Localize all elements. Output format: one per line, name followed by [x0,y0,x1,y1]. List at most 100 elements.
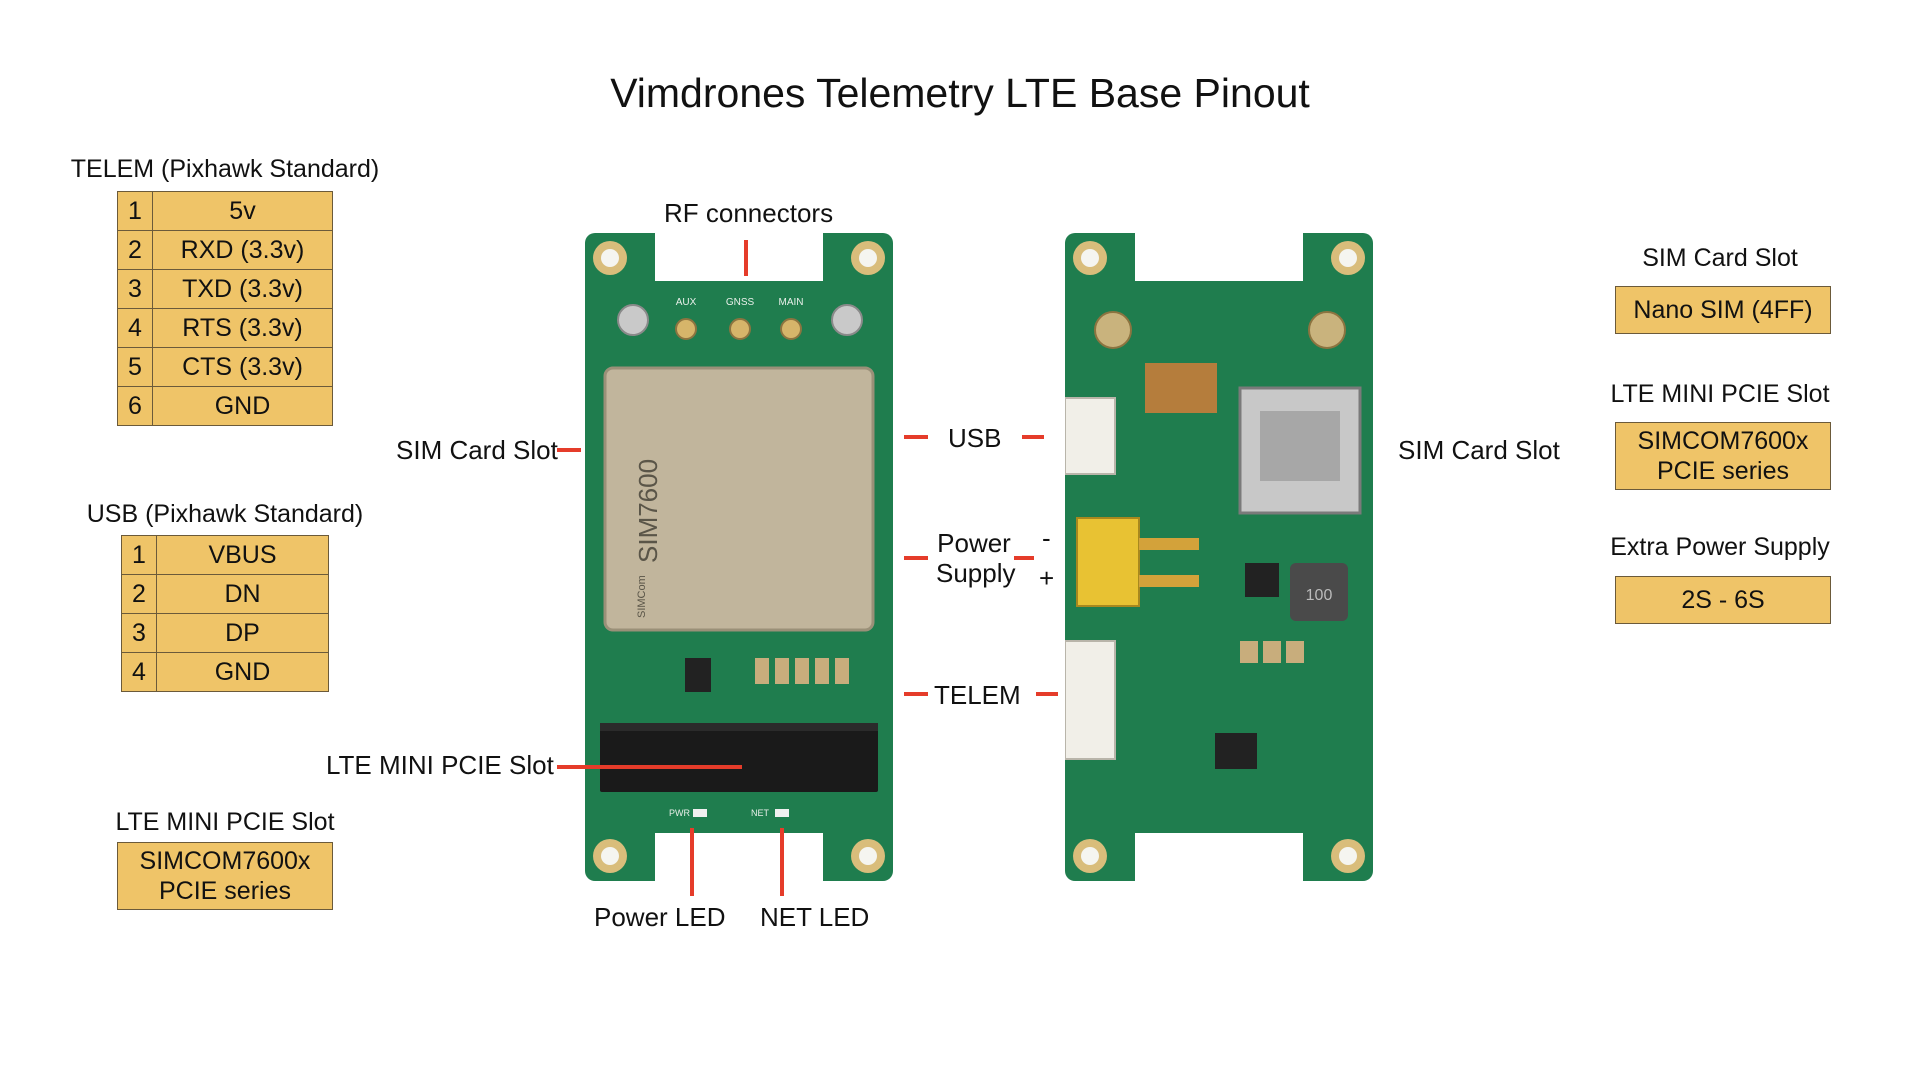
mounting-hole [1331,241,1365,275]
power-supply-callout-line-right [1014,556,1034,560]
rf-connectors-callout-line [744,240,748,276]
right-sim-box: Nano SIM (4FF) [1615,286,1831,334]
usb-pin-number: 4 [121,652,157,692]
rf-connector-gnss [729,318,751,340]
telem-callout-line-right [1036,692,1058,696]
xt30-power-connector [1076,517,1140,607]
module-chip-name: SIM7600 [633,459,663,563]
aux-silk: AUX [676,297,697,308]
right-power-box: 2S - 6S [1615,576,1831,624]
sim-slot-right-label: SIM Card Slot [1398,435,1560,465]
mounting-hole [1331,839,1365,873]
usb-pin-number: 3 [121,613,157,653]
power-led [693,809,707,817]
sim-card-contacts [1260,411,1340,481]
power-led-label: Power LED [594,902,726,932]
screw-icon [617,304,649,336]
inductor-component [1290,563,1348,621]
usb-table-heading: USB (Pixhawk Standard) [86,500,364,528]
left-pcie-line1: SIMCOM7600x [139,847,311,875]
usb-pin-label: GND [156,652,329,692]
usb-pin-label: DN [156,574,329,614]
mounting-hole [851,241,885,275]
right-sim-heading: SIM Card Slot [1642,244,1798,272]
capacitor-component [1263,641,1281,663]
telem-pin-label: CTS (3.3v) [152,347,333,387]
telem-label: TELEM [934,680,1021,710]
left-pcie-heading: LTE MINI PCIE Slot [115,808,335,836]
usb-pin-number: 1 [121,535,157,575]
telem-pin-label: TXD (3.3v) [152,269,333,309]
net-led-label: NET LED [760,902,870,932]
back-board-photo: 100 [1064,233,1373,881]
telem-pin-number: 3 [117,269,153,309]
telem-pin-number: 5 [117,347,153,387]
main-silk: MAIN [779,297,804,308]
rf-connector-main [780,318,802,340]
mounting-hole [851,839,885,873]
right-power-value: 2S - 6S [1681,586,1765,614]
chip-component [685,658,711,692]
front-board-svg: AUX GNSS MAIN SIM7600 SIMCom PWR NET [585,233,893,881]
telem-callout-line-left [904,692,928,696]
right-pcie-box: SIMCOM7600x PCIE series [1615,422,1831,490]
capacitor-component [835,658,849,684]
mini-pcie-slot-edge [600,723,878,731]
rf-connectors-label: RF connectors [664,198,834,228]
xt30-pin [1139,538,1199,550]
mounting-hole [1073,241,1107,275]
telem-connector [1064,640,1116,760]
power-supply-label: Power Supply [936,528,1016,588]
usb-pin-number: 2 [121,574,157,614]
telem-pin-number: 4 [117,308,153,348]
right-pcie-line1: SIMCOM7600x [1637,427,1809,455]
regulator-chip [1245,563,1279,597]
lte-module [603,366,875,632]
telem-pin-number: 2 [117,230,153,270]
mounting-hole [593,839,627,873]
page-title: Vimdrones Telemetry LTE Base Pinout [610,70,1310,116]
pwr-silk: PWR [669,808,690,818]
screw-icon [831,304,863,336]
interface-chip [1215,733,1257,769]
back-board-svg: 100 [1064,233,1373,881]
telem-pin-number: 6 [117,386,153,426]
usb-callout-line-right [1022,435,1044,439]
usb-callout-line-left [904,435,928,439]
sim-slot-left-label: SIM Card Slot [396,435,558,465]
module-brand: SIMCom [636,575,648,618]
mini-pcie-slot [600,728,878,792]
telem-table-heading: TELEM (Pixhawk Standard) [70,155,380,183]
net-led [775,809,789,817]
right-sim-value: Nano SIM (4FF) [1633,296,1813,324]
capacitor-component [1240,641,1258,663]
telem-pin-label: RXD (3.3v) [152,230,333,270]
telem-pin-label: 5v [152,191,333,231]
power-plus-label: + [1039,563,1055,593]
power-supply-callout-line-left [904,556,928,560]
capacitor-component [795,658,809,684]
gnss-silk: GNSS [726,297,755,308]
inductor-marking: 100 [1306,587,1333,604]
mounting-hole [1073,839,1107,873]
rf-connector-aux [675,318,697,340]
lte-slot-label: LTE MINI PCIE Slot [326,750,554,780]
right-pcie-heading: LTE MINI PCIE Slot [1610,380,1830,408]
xt30-pin [1139,575,1199,587]
net-silk: NET [751,808,770,818]
telem-pin-number: 1 [117,191,153,231]
telem-pin-label: GND [152,386,333,426]
telem-pin-label: RTS (3.3v) [152,308,333,348]
standoff-icon [1308,311,1346,349]
